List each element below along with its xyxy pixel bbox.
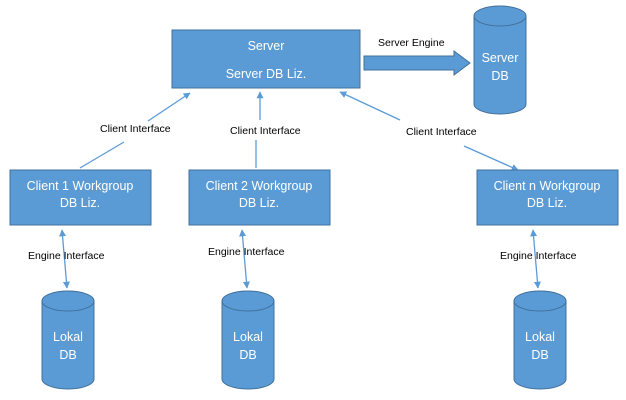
server-db-line1: Server	[482, 51, 519, 65]
server-subtitle: Server DB Liz.	[226, 67, 307, 81]
clientn-engine-interface-arrow	[530, 229, 541, 289]
server-title: Server	[248, 39, 285, 53]
local-db-n-line1: Lokal	[525, 330, 555, 344]
local-db-2-line1: Lokal	[233, 330, 263, 344]
clientn-line1: Client n Workgroup	[494, 179, 601, 193]
local-db-n-cylinder: Lokal DB	[513, 290, 567, 390]
client1-line2: DB Liz.	[60, 196, 100, 210]
server-db-line2: DB	[491, 69, 508, 83]
client1-engine-interface-label: Engine Interface	[28, 250, 105, 262]
client2-interface-label: Client Interface	[230, 125, 301, 137]
client2-line1: Client 2 Workgroup	[206, 179, 313, 193]
client1-interface-arrow-upper	[147, 92, 191, 122]
client1-engine-interface-arrow	[59, 229, 70, 289]
client1-node: Client 1 Workgroup DB Liz.	[9, 169, 152, 226]
clientn-interface-arrow-upper	[339, 91, 401, 121]
server-node: Server Server DB Liz.	[171, 29, 361, 89]
server-db-cylinder: Server DB	[473, 5, 527, 115]
client2-node: Client 2 Workgroup DB Liz.	[188, 169, 331, 226]
server-engine-arrow	[363, 50, 471, 76]
client1-interface-line-lower	[79, 141, 125, 169]
local-db-1-line1: Lokal	[53, 330, 83, 344]
client2-line2: DB Liz.	[239, 196, 279, 210]
clientn-line2: DB Liz.	[527, 196, 567, 210]
client2-engine-interface-arrow	[239, 229, 250, 289]
local-db-1-cylinder: Lokal DB	[41, 290, 95, 390]
clientn-interface-arrow-lower	[463, 145, 519, 171]
local-db-1-line2: DB	[59, 348, 76, 362]
local-db-2-line2: DB	[239, 348, 256, 362]
client2-engine-interface-label: Engine Interface	[208, 246, 285, 258]
local-db-n-line2: DB	[531, 348, 548, 362]
local-db-2-cylinder: Lokal DB	[221, 290, 275, 390]
client1-line1: Client 1 Workgroup	[27, 179, 134, 193]
clientn-engine-interface-label: Engine Interface	[500, 250, 577, 262]
clientn-node: Client n Workgroup DB Liz.	[476, 169, 619, 226]
server-engine-label: Server Engine	[378, 37, 445, 49]
clientn-interface-label: Client Interface	[406, 126, 477, 138]
client1-interface-label: Client Interface	[100, 123, 171, 135]
